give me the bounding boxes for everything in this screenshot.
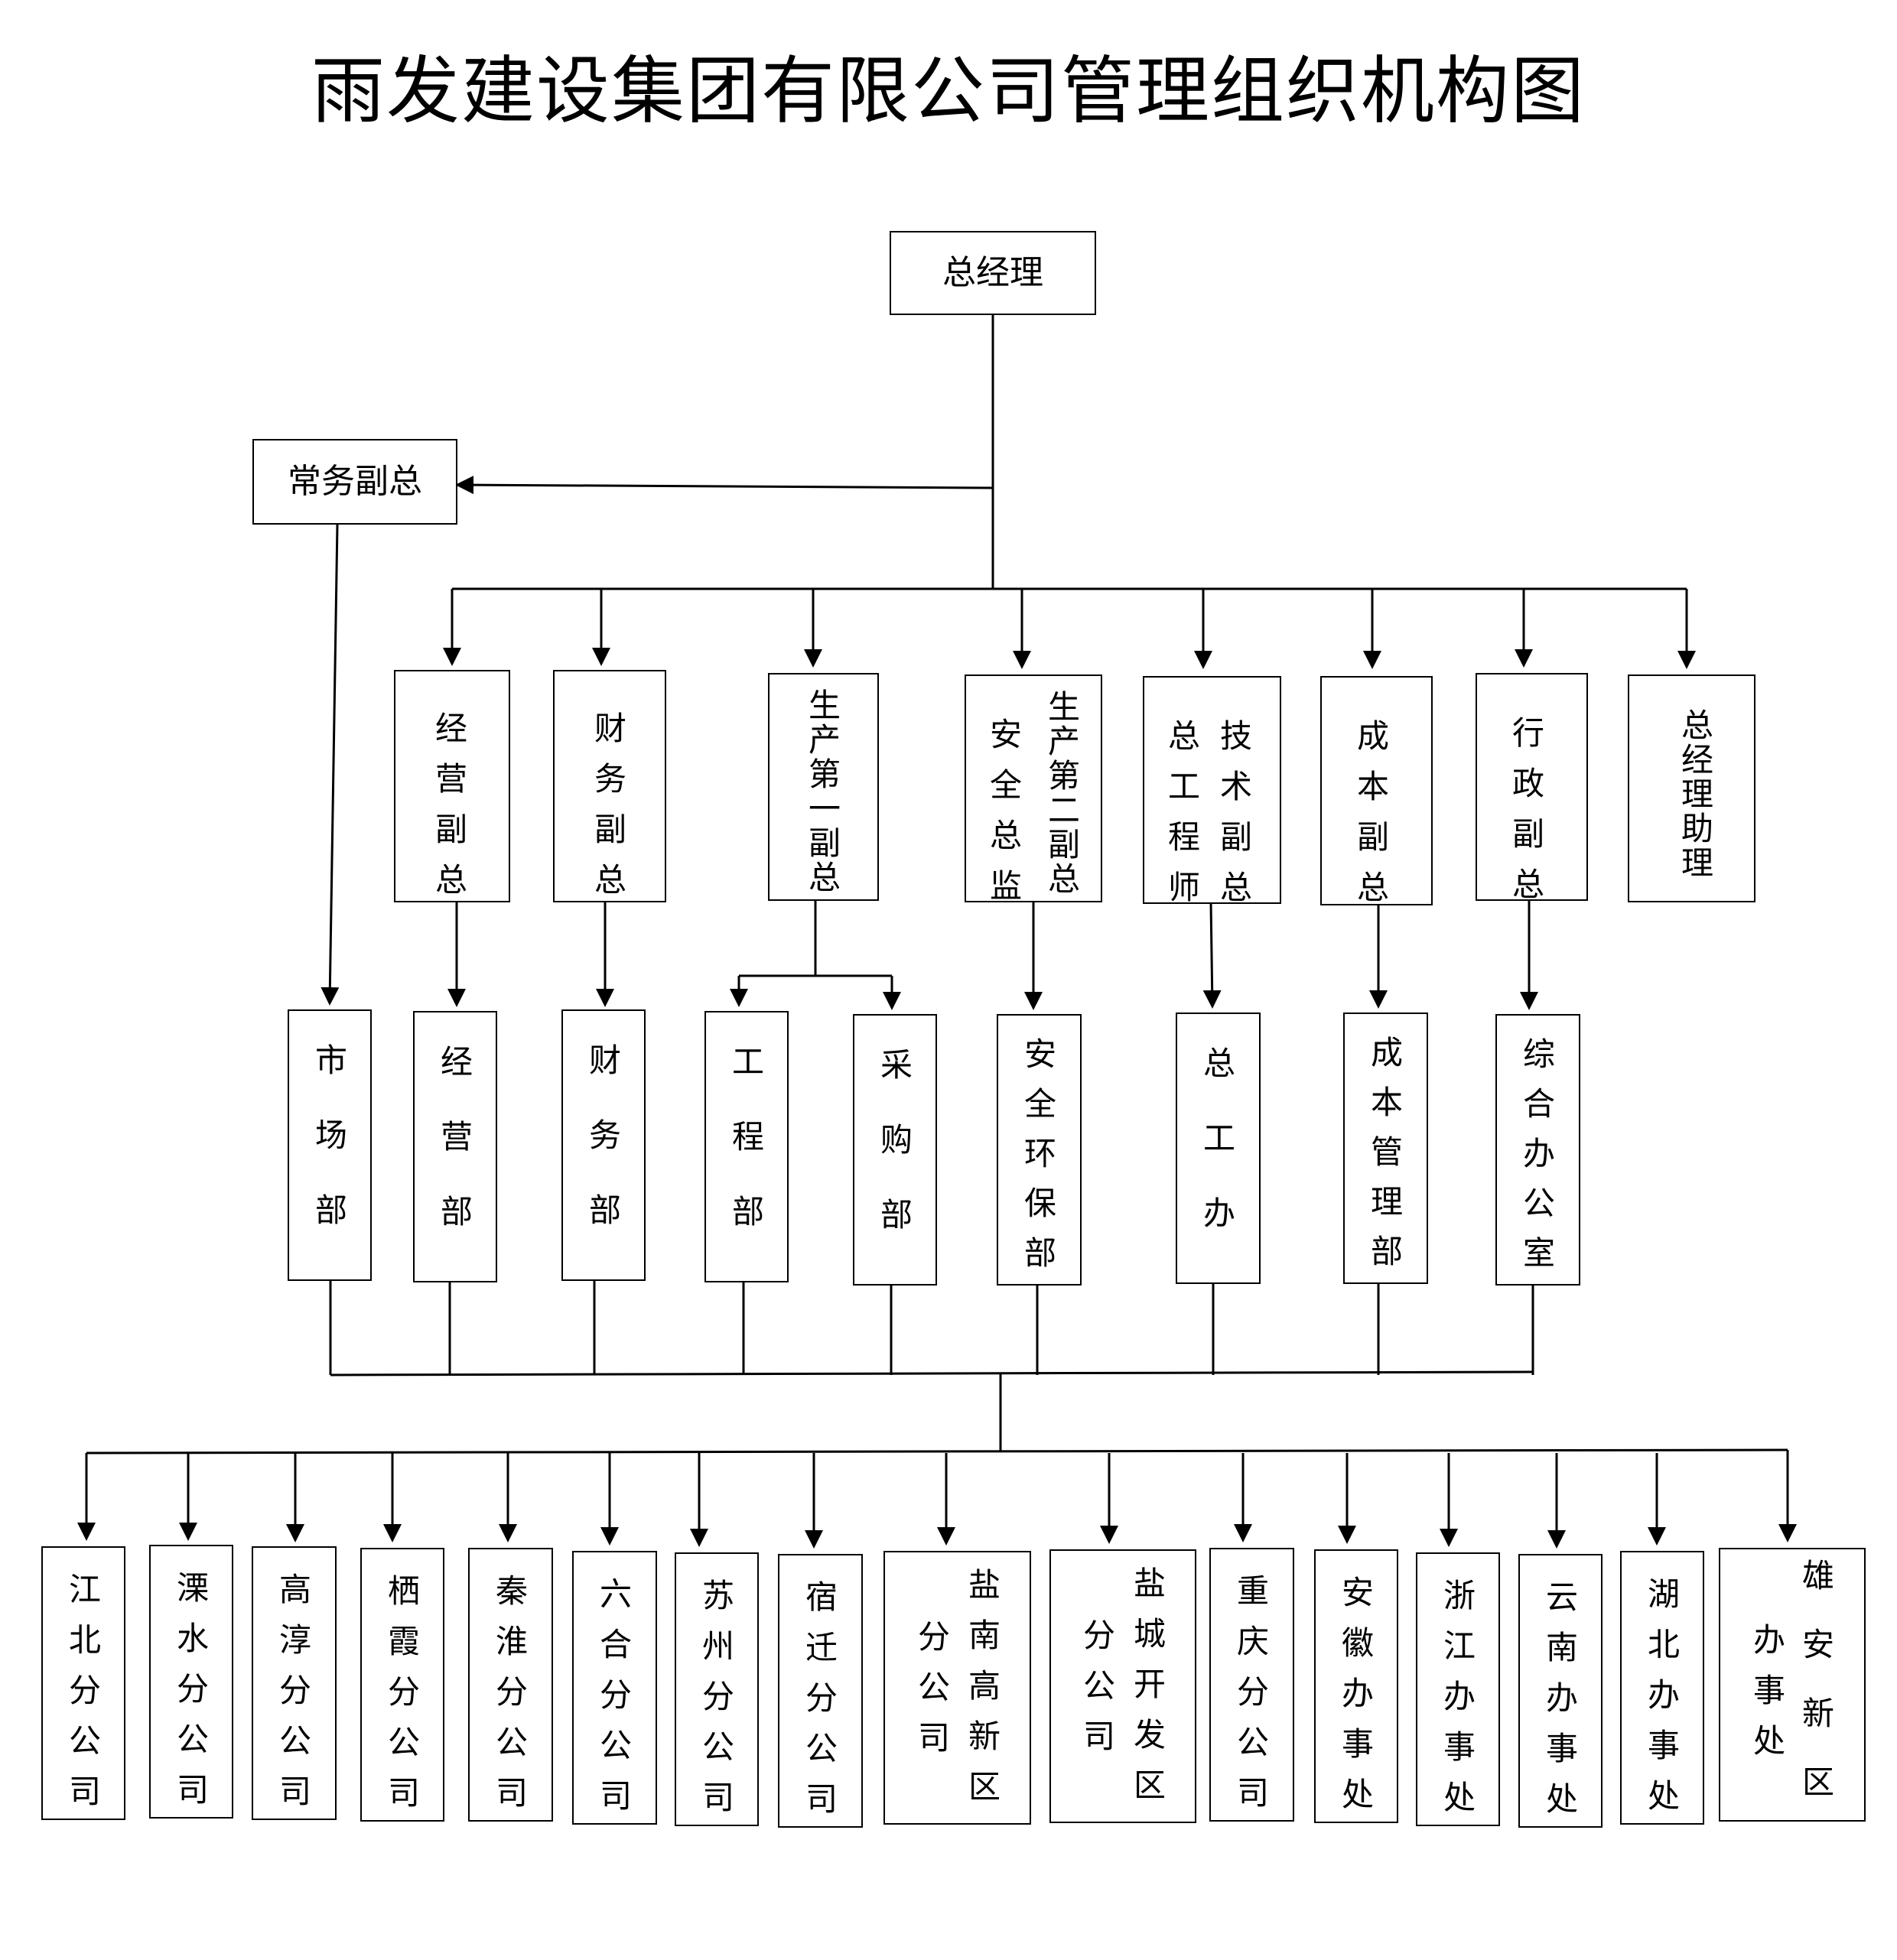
branch-anhui-box: 安徽办事处 <box>1314 1549 1398 1823</box>
engineering-dept-label: 工程部 <box>731 1043 764 1230</box>
business-dept-label: 经营部 <box>440 1043 473 1230</box>
branch-yancheng-label: 盐城开发区 <box>1133 1565 1166 1804</box>
chief-eng-office-label: 总工办 <box>1202 1045 1235 1232</box>
branch-yunnan-label: 云南办事处 <box>1545 1578 1578 1818</box>
finance-dept-label: 财务部 <box>588 1042 621 1229</box>
branch-zhejiang-box: 浙江办事处 <box>1416 1552 1500 1826</box>
branch-yunnan-box: 云南办事处 <box>1518 1554 1603 1828</box>
engineering-dept-box: 工程部 <box>704 1011 789 1282</box>
business-dept-box: 经营部 <box>413 1011 497 1282</box>
business-vp-box: 经营副总 <box>394 670 510 902</box>
branch-hubei-box: 湖北办事处 <box>1620 1551 1704 1825</box>
branch-lishui-box: 溧水分公司 <box>149 1545 233 1819</box>
general-manager-box: 总经理 <box>890 231 1096 315</box>
market-dept-box: 市场部 <box>288 1009 372 1281</box>
market-dept-label: 市场部 <box>314 1042 347 1229</box>
branch-suzhou-label: 苏州分公司 <box>701 1577 734 1816</box>
business-vp-label: 经营副总 <box>434 710 467 899</box>
finance-vp-label: 财务副总 <box>594 710 626 899</box>
production-1-vp-label: 生产第一副总 <box>808 687 841 896</box>
chief-eng-office-box: 总工办 <box>1176 1013 1261 1284</box>
finance-vp-box: 财务副总 <box>553 670 666 902</box>
branch-liuhe-box: 六合分公司 <box>572 1551 657 1825</box>
production-2-vp-box: 安全总监生产第二副总 <box>965 674 1102 902</box>
branch-suqian-label: 宿迁分公司 <box>805 1578 838 1818</box>
branch-suqian-box: 宿迁分公司 <box>778 1554 863 1828</box>
branch-suzhou-box: 苏州分公司 <box>675 1552 759 1826</box>
branch-yannan-box: 分公司盐南高新区 <box>883 1551 1031 1825</box>
production-2-vp-label: 安全总监 <box>989 716 1022 905</box>
general-office-label: 综合办公室 <box>1522 1035 1555 1272</box>
safety-env-dept-label: 安全环保部 <box>1023 1035 1056 1272</box>
finance-dept-box: 财务部 <box>561 1009 646 1281</box>
admin-vp-box: 行政副总 <box>1476 673 1588 901</box>
branch-qinhuai-box: 秦淮分公司 <box>468 1548 553 1822</box>
cost-vp-box: 成本副总 <box>1320 676 1433 905</box>
executive-vp-label: 常务副总 <box>288 462 422 501</box>
branch-xiongan-label: 雄安新区 <box>1801 1557 1834 1801</box>
chart-title: 雨发建设集团有限公司管理组织机构图 <box>311 48 1586 134</box>
branch-qixia-label: 栖霞分公司 <box>387 1572 420 1812</box>
branch-yannan-label: 分公司 <box>917 1618 950 1757</box>
branch-gaochun-label: 高淳分公司 <box>278 1571 311 1810</box>
branch-yannan-label: 盐南高新区 <box>968 1566 1001 1806</box>
procurement-dept-box: 采购部 <box>853 1014 937 1286</box>
branch-zhejiang-label: 浙江办事处 <box>1443 1577 1476 1816</box>
cost-mgmt-dept-box: 成本管理部 <box>1343 1013 1428 1284</box>
branch-xiongan-label: 办事处 <box>1752 1621 1785 1760</box>
branch-qinhuai-label: 秦淮分公司 <box>495 1572 528 1812</box>
branch-anhui-label: 安徽办事处 <box>1341 1574 1374 1813</box>
branch-liuhe-label: 六合分公司 <box>599 1575 632 1815</box>
admin-vp-label: 行政副总 <box>1511 714 1544 903</box>
general-manager-label: 总经理 <box>942 253 1043 292</box>
procurement-dept-label: 采购部 <box>880 1046 913 1234</box>
gm-assistant-box: 总经理助理 <box>1628 674 1755 902</box>
branch-lishui-label: 溧水分公司 <box>176 1569 209 1809</box>
tech-vp-box: 总工程师技术副总 <box>1143 676 1281 904</box>
cost-mgmt-dept-label: 成本管理部 <box>1370 1034 1403 1270</box>
branch-hubei-label: 湖北办事处 <box>1647 1575 1680 1815</box>
branch-yancheng-label: 分公司 <box>1082 1617 1115 1755</box>
production-1-vp-box: 生产第一副总 <box>768 673 879 901</box>
branch-chongqing-label: 重庆分公司 <box>1236 1572 1269 1812</box>
branch-jiangbei-box: 江北分公司 <box>41 1546 125 1820</box>
tech-vp-label: 技术副总 <box>1219 717 1252 906</box>
safety-env-dept-box: 安全环保部 <box>997 1014 1082 1286</box>
branch-yancheng-box: 分公司盐城开发区 <box>1049 1549 1196 1823</box>
production-2-vp-label: 生产第二副总 <box>1047 688 1080 898</box>
general-office-box: 综合办公室 <box>1495 1014 1580 1286</box>
branch-chongqing-box: 重庆分公司 <box>1209 1548 1294 1822</box>
tech-vp-label: 总工程师 <box>1167 717 1200 906</box>
gm-assistant-label: 总经理助理 <box>1681 707 1713 882</box>
cost-vp-label: 成本副总 <box>1356 717 1389 906</box>
branch-jiangbei-label: 江北分公司 <box>68 1571 101 1810</box>
branch-xiongan-box: 办事处雄安新区 <box>1719 1548 1866 1822</box>
branch-gaochun-box: 高淳分公司 <box>252 1546 337 1820</box>
executive-vp-box: 常务副总 <box>252 439 457 525</box>
branch-qixia-box: 栖霞分公司 <box>360 1548 444 1822</box>
